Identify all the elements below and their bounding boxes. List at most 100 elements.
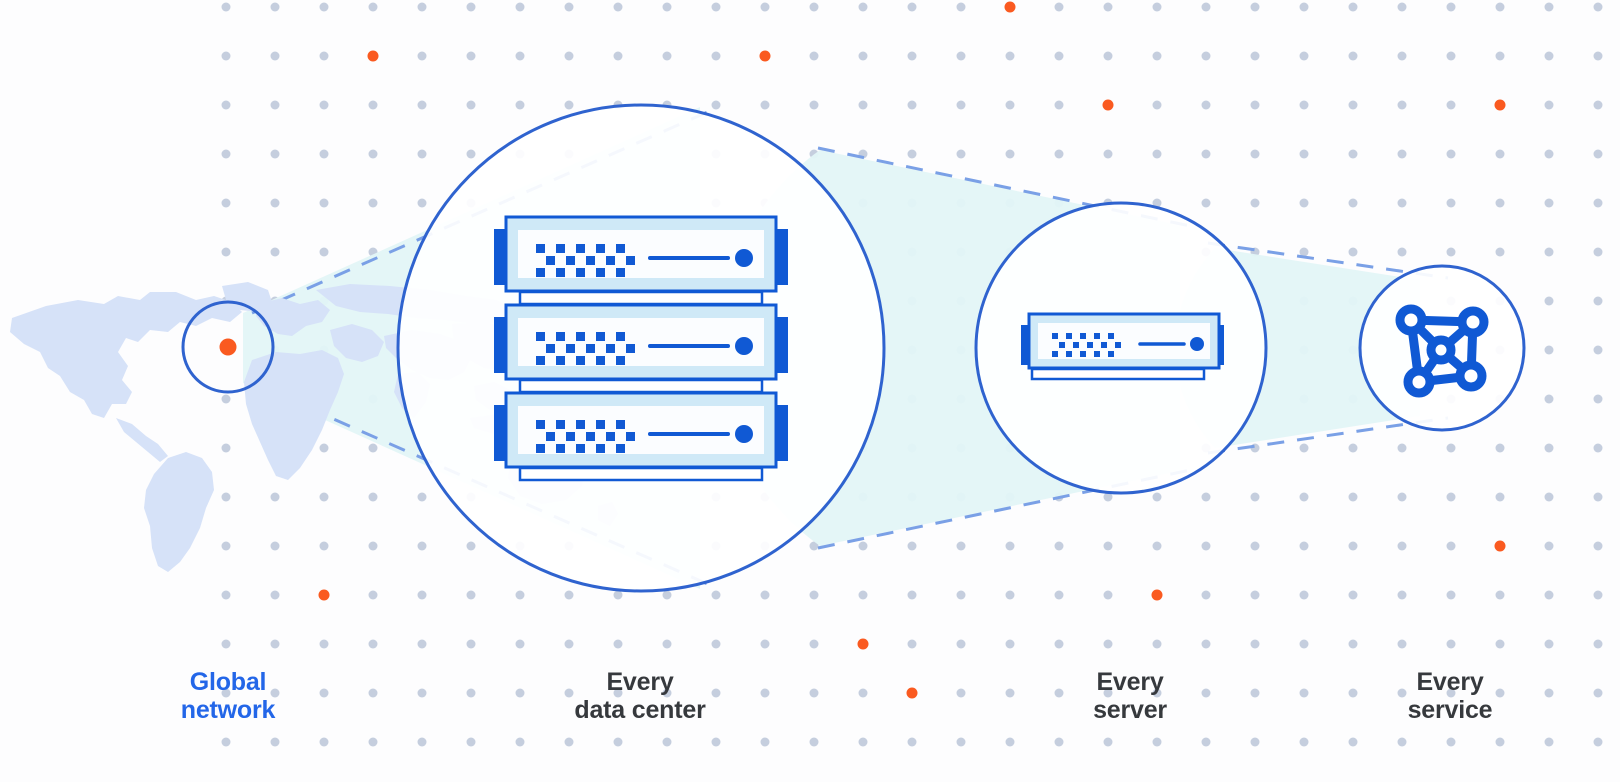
grid-dot [1544,2,1554,12]
grid-dot [1348,2,1358,12]
grid-dot [417,737,427,747]
grid-dot [956,590,966,600]
grid-dot [1152,688,1162,698]
grid-dot [1348,443,1358,453]
grid-dot [270,198,280,208]
grid-dot [956,541,966,551]
grid-dot [1544,149,1554,159]
grid-dot [564,737,574,747]
grid-dot [1544,541,1554,551]
grid-dot [1348,737,1358,747]
grid-dot [1593,296,1603,306]
grid-dot [907,639,917,649]
grid-dot [466,639,476,649]
grid-dot-highlight [1004,1,1016,13]
grid-dot [760,688,770,698]
grid-dot [1593,149,1603,159]
grid-dot [809,590,819,600]
grid-dot [1495,2,1505,12]
grid-dot [1446,541,1456,551]
grid-dot [1250,149,1260,159]
grid-dot [907,737,917,747]
grid-dot [1348,198,1358,208]
grid-dot [1299,737,1309,747]
grid-dot [1495,149,1505,159]
grid-dot-highlight [1151,589,1163,601]
grid-dot [1446,51,1456,61]
grid-dot-highlight [1494,540,1506,552]
grid-dot [221,688,231,698]
server-unit-2 [494,303,788,394]
grid-dot [221,2,231,12]
grid-dot [1446,149,1456,159]
grid-dot [662,688,672,698]
grid-dot [1299,639,1309,649]
grid-dot [319,198,329,208]
grid-dot [858,688,868,698]
grid-dot [907,149,917,159]
server-unit-2-status-dot [735,337,753,355]
grid-dot [1593,345,1603,355]
grid-dot [662,590,672,600]
grid-dot [319,2,329,12]
grid-dot [515,100,525,110]
grid-dot [1250,590,1260,600]
grid-dot [319,149,329,159]
grid-dot [1299,492,1309,502]
grid-dot [221,590,231,600]
grid-dot [1152,149,1162,159]
grid-dot [1054,639,1064,649]
grid-dot [613,51,623,61]
server-unit-2-led-grid [536,332,635,365]
grid-dot [1348,51,1358,61]
grid-dot [221,198,231,208]
grid-dot [1005,639,1015,649]
grid-dot [368,492,378,502]
grid-dot [711,737,721,747]
grid-dot [1250,492,1260,502]
grid-dot [417,492,427,502]
grid-dot [760,590,770,600]
grid-dot [1348,639,1358,649]
grid-dot [1495,443,1505,453]
grid-dot [221,737,231,747]
grid-dot [221,100,231,110]
grid-dot [1446,737,1456,747]
grid-dot [956,100,966,110]
grid-dot [466,590,476,600]
grid-dot [1495,639,1505,649]
network-node-bottom-left [1403,366,1435,398]
grid-dot [221,639,231,649]
server-unit-3-led-grid [536,420,635,453]
grid-dot [1397,443,1407,453]
grid-dot [1397,639,1407,649]
grid-dot [319,639,329,649]
grid-dot [1544,590,1554,600]
server-unit-icon [1021,312,1224,381]
grid-dot [809,2,819,12]
grid-dot [319,541,329,551]
grid-dot-highlight [318,589,330,601]
cone3-dashed-edge-bottom [1207,416,1449,455]
grid-dot [1446,492,1456,502]
grid-dot [1152,737,1162,747]
grid-dot [319,737,329,747]
grid-dot [1054,737,1064,747]
grid-dot [1250,688,1260,698]
grid-dot [662,51,672,61]
grid-dot [1250,737,1260,747]
grid-dot [1201,590,1211,600]
grid-dot [956,639,966,649]
grid-dot [1397,590,1407,600]
grid-dot [662,639,672,649]
grid-dot [1299,100,1309,110]
grid-dot [1054,541,1064,551]
grid-dot [662,737,672,747]
grid-dot [417,149,427,159]
grid-dot [1103,51,1113,61]
